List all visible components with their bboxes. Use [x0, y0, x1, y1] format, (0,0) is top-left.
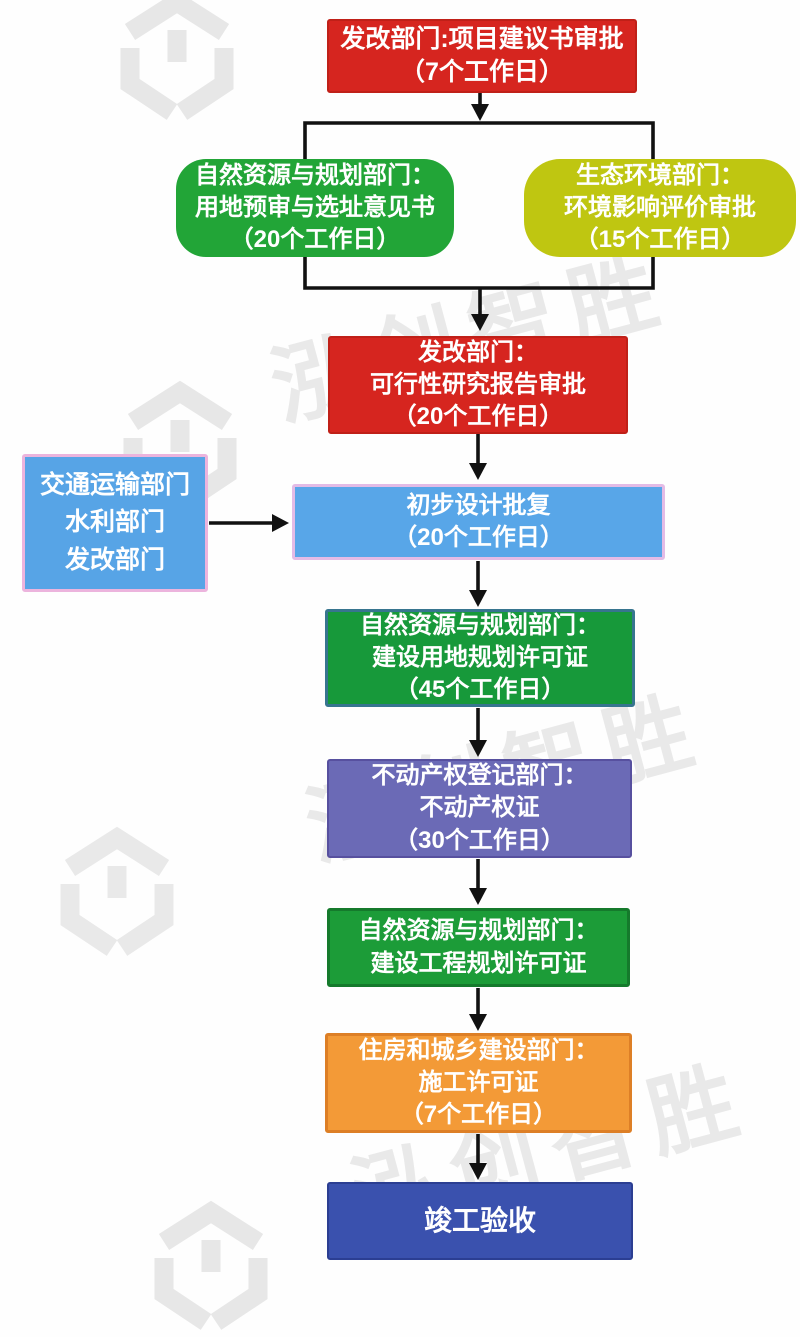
node-text-line: 建设用地规划许可证 — [372, 643, 588, 671]
node-text-line: 环境影响评价审批 — [564, 193, 756, 221]
node-text-line: 可行性研究报告审批 — [370, 370, 586, 398]
arrowhead — [469, 1014, 487, 1031]
node-text-line: 施工许可证 — [418, 1068, 539, 1096]
node-environmental-impact-approval: 生态环境部门： 环境影响评价审批 （15个工作日） — [524, 159, 796, 257]
node-text-line: 发改部门： — [418, 338, 538, 366]
arrowhead — [469, 740, 487, 757]
split-connector — [303, 121, 655, 160]
node-text-line: 初步设计批复 — [406, 491, 551, 519]
node-text-line: 水利部门 — [64, 508, 165, 537]
node-text-line: （15个工作日） — [574, 226, 746, 254]
merge-connector — [303, 257, 655, 290]
node-text-line: 自然资源与规划部门： — [360, 611, 600, 639]
node-preliminary-design-approval: 初步设计批复 （20个工作日） — [292, 484, 665, 560]
node-text-line: （45个工作日） — [394, 676, 566, 704]
node-real-estate-certificate: 不动产权登记部门： 不动产权证 （30个工作日） — [327, 759, 632, 858]
node-construction-project-planning-permit: 自然资源与规划部门： 建设工程规划许可证 — [327, 908, 630, 987]
node-text-line: （20个工作日） — [229, 226, 401, 254]
node-text-line: 自然资源与规划部门： — [195, 161, 435, 189]
arrowhead — [469, 590, 487, 607]
node-text-line: 生态环境部门： — [576, 161, 744, 189]
node-text-line: 建设工程规划许可证 — [370, 949, 587, 977]
node-text-line: 发改部门:项目建议书审批 — [340, 24, 624, 53]
node-text-line: 竣工验收 — [423, 1205, 536, 1237]
node-text-line: （20个工作日） — [392, 403, 564, 431]
arrowhead — [471, 104, 489, 121]
node-land-preapproval-site-opinion: 自然资源与规划部门： 用地预审与选址意见书 （20个工作日） — [176, 159, 454, 257]
node-project-proposal-approval: 发改部门:项目建议书审批 （7个工作日） — [327, 19, 637, 93]
arrowhead — [469, 1163, 487, 1180]
node-construction-permit: 住房和城乡建设部门： 施工许可证 （7个工作日） — [325, 1033, 632, 1133]
node-text-line: 交通运输部门 — [39, 470, 190, 499]
arrowhead — [469, 888, 487, 905]
arrowhead — [272, 514, 289, 532]
node-text-line: 不动产权登记部门： — [371, 762, 588, 790]
node-text-line: （7个工作日） — [399, 1101, 558, 1129]
node-text-line: （20个工作日） — [393, 524, 564, 551]
node-completion-acceptance: 竣工验收 — [327, 1182, 633, 1260]
node-text-line: 用地预审与选址意见书 — [195, 193, 435, 221]
arrowhead — [469, 463, 487, 480]
flow-connectors — [209, 93, 655, 1180]
arrowhead — [471, 314, 489, 331]
node-text-line: 住房和城乡建设部门： — [358, 1036, 599, 1064]
node-text-line: 发改部门 — [64, 545, 165, 574]
node-text-line: 自然资源与规划部门： — [358, 917, 599, 945]
node-feasibility-study-approval: 发改部门： 可行性研究报告审批 （20个工作日） — [328, 336, 628, 434]
node-construction-land-planning-permit: 自然资源与规划部门： 建设用地规划许可证 （45个工作日） — [325, 609, 635, 707]
node-side-departments: 交通运输部门 水利部门 发改部门 — [22, 454, 208, 592]
node-text-line: （7个工作日） — [400, 58, 564, 86]
node-text-line: （30个工作日） — [394, 826, 565, 854]
node-text-line: 不动产权证 — [419, 794, 540, 822]
